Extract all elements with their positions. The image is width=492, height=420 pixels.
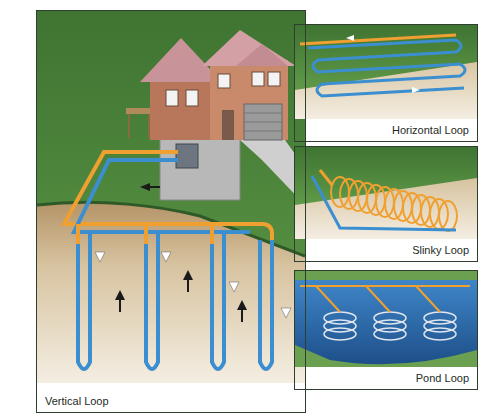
scene-panel: Vertical Loop [36, 10, 306, 413]
panel-caption: Slinky Loop [410, 243, 471, 257]
vertical-loop-scene-part [244, 122, 282, 123]
slinky-loop-scene-part [320, 170, 332, 185]
vertical-loop-scene-part [268, 72, 280, 86]
vertical-loop-scene-part [210, 60, 288, 140]
pond-loop-scene [295, 271, 477, 367]
vertical-loop-scene-part [166, 90, 178, 106]
horizontal-loop-scene-part [300, 35, 456, 44]
vertical-loop-scene-part [212, 224, 224, 369]
pond-loop-scene-part [295, 280, 477, 364]
vertical-loop-scene-part-part [161, 252, 171, 262]
vertical-loop-scene-part [244, 104, 282, 140]
vertical-loop-scene-part [186, 90, 198, 106]
vertical-loop-scene-part-part [281, 308, 291, 318]
panel-caption: Pond Loop [414, 371, 471, 385]
vertical-loop-scene-part [128, 114, 130, 138]
slinky-loop-scene-part [312, 176, 456, 230]
vertical-loop-scene-part-part [140, 183, 150, 191]
pond-loop-scene-part [324, 312, 456, 340]
vertical-loop-scene-part [115, 183, 247, 322]
vertical-loop-scene-part [244, 131, 282, 132]
vertical-loop-scene-part [210, 224, 214, 244]
vertical-loop-scene-part [218, 74, 230, 88]
horizontal-loop-scene-part [308, 40, 465, 96]
vertical-loop-scene-part [76, 224, 80, 244]
vertical-loop-scene-part [222, 110, 234, 140]
inset-panel: Horizontal Loop [294, 24, 478, 142]
pond-loop-scene-part [300, 285, 470, 287]
vertical-loop-scene-part-part [187, 280, 189, 292]
vertical-loop-scene-part-part [119, 300, 121, 312]
vertical-loop-scene-part [202, 30, 296, 66]
slinky-loop-scene-part-part [439, 201, 457, 231]
vertical-loop-scene-part [37, 11, 305, 383]
horizontal-loop-scene-part [295, 25, 477, 119]
vertical-loop-scene-part [148, 114, 150, 138]
vertical-loop-scene-part [236, 44, 288, 66]
vertical-loop-scene-part [150, 75, 212, 140]
vertical-loop-scene-part-part [183, 270, 193, 280]
vertical-loop-scene-part [126, 108, 152, 114]
vertical-loop-scene-part [176, 144, 198, 168]
pond-loop-scene-part-part [374, 328, 406, 340]
pond-loop-scene-part-part [324, 328, 356, 340]
panel-caption: Horizontal Loop [390, 123, 471, 137]
vertical-loop-scene-part-part [229, 282, 239, 292]
vertical-loop-scene-part-part [237, 300, 247, 310]
vertical-loop-scene-part-part [241, 310, 243, 322]
vertical-loop-scene-part [244, 113, 282, 114]
slinky-loop-scene-part [295, 147, 477, 239]
vertical-loop-scene [37, 11, 305, 383]
slinky-loop-scene-part [331, 177, 457, 231]
horizontal-loop-scene-part [412, 87, 420, 93]
horizontal-loop-scene [295, 25, 477, 119]
inset-panel: Slinky Loop [294, 146, 478, 262]
pond-loop-scene-part-part [424, 328, 456, 340]
inset-panel: Pond Loop [294, 270, 478, 390]
vertical-loop-scene-part [146, 224, 158, 369]
vertical-loop-scene-part-part [115, 290, 125, 300]
vertical-loop-scene-part-part [95, 252, 105, 262]
vertical-loop-scene-part [95, 252, 291, 318]
slinky-loop-scene [295, 147, 477, 239]
panel-caption: Vertical Loop [43, 394, 111, 408]
vertical-loop-scene-part [78, 224, 90, 369]
pond-loop-scene-part [316, 286, 440, 312]
vertical-loop-scene-part [260, 240, 272, 369]
vertical-loop-scene-part [144, 224, 148, 244]
vertical-loop-scene-part-part [150, 186, 160, 188]
vertical-loop-scene-part [74, 160, 250, 232]
horizontal-loop-scene-part [346, 35, 354, 41]
pond-loop-scene-part [295, 271, 477, 367]
vertical-loop-scene-part [64, 152, 272, 240]
vertical-loop-scene-part [160, 138, 240, 200]
vertical-loop-scene-part [37, 202, 305, 383]
vertical-loop-scene-part [252, 72, 264, 86]
